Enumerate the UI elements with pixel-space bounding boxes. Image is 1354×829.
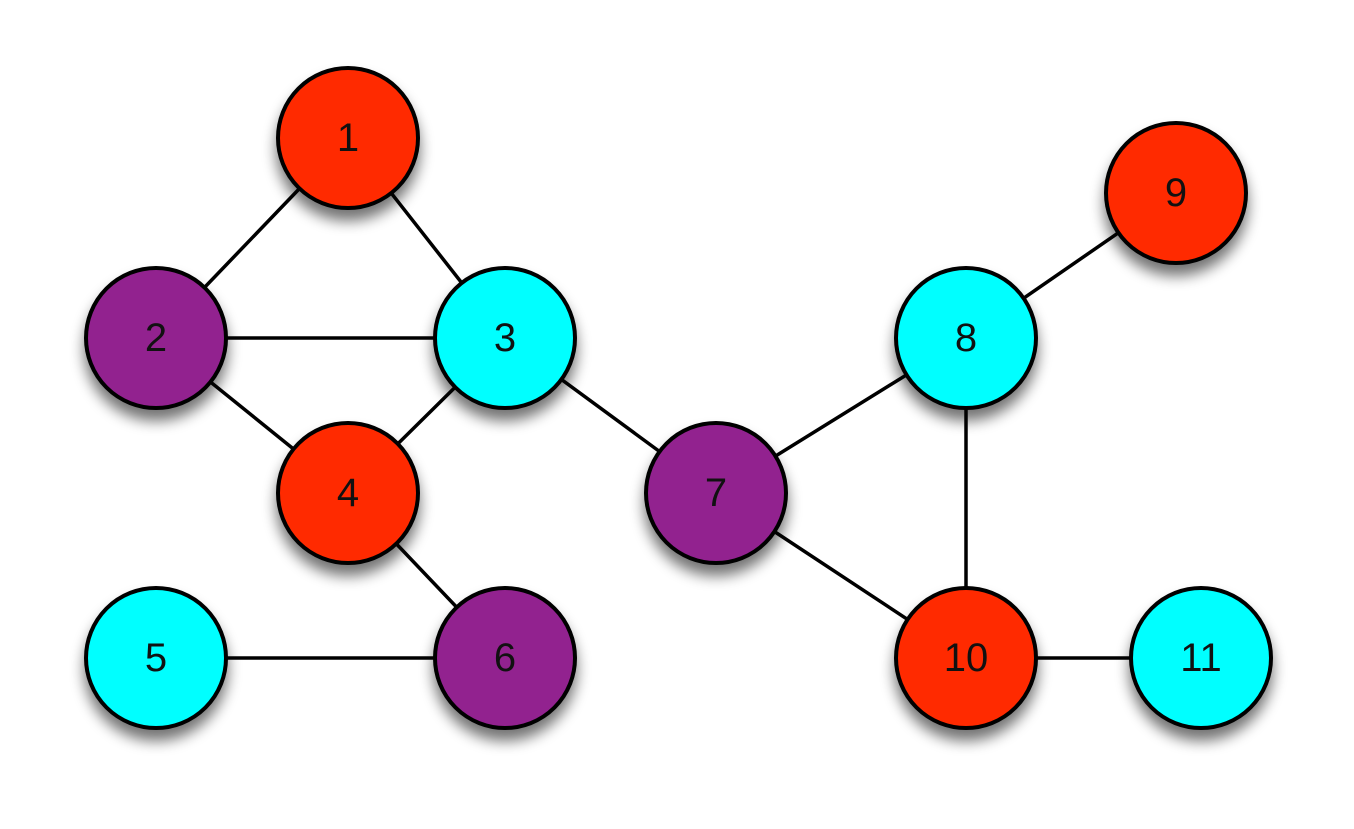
node-4: 4 — [276, 421, 420, 565]
node-circle — [84, 586, 228, 730]
node-circle — [433, 586, 577, 730]
node-circle — [276, 66, 420, 210]
node-label: 1 — [337, 116, 359, 160]
node-label: 9 — [1165, 171, 1187, 215]
node-label: 4 — [337, 471, 359, 515]
node-circle — [1104, 121, 1248, 265]
node-9: 9 — [1104, 121, 1248, 265]
node-circle — [894, 266, 1038, 410]
nodes-layer: 1 2 3 4 5 6 7 8 9 10 11 — [84, 66, 1273, 730]
node-circle — [276, 421, 420, 565]
node-circle — [1129, 586, 1273, 730]
node-label: 6 — [494, 636, 516, 680]
node-2: 2 — [84, 266, 228, 410]
node-5: 5 — [84, 586, 228, 730]
node-label: 11 — [1180, 636, 1222, 680]
node-label: 2 — [145, 316, 167, 360]
node-circle — [644, 421, 788, 565]
node-label: 7 — [705, 471, 727, 515]
node-circle — [894, 586, 1038, 730]
node-8: 8 — [894, 266, 1038, 410]
node-1: 1 — [276, 66, 420, 210]
node-11: 11 — [1129, 586, 1273, 730]
node-circle — [84, 266, 228, 410]
node-circle — [433, 266, 577, 410]
node-label: 5 — [145, 636, 167, 680]
node-6: 6 — [433, 586, 577, 730]
node-label: 3 — [494, 316, 516, 360]
node-7: 7 — [644, 421, 788, 565]
node-3: 3 — [433, 266, 577, 410]
node-10: 10 — [894, 586, 1038, 730]
edges-layer — [154, 136, 1203, 660]
node-label: 8 — [955, 316, 977, 360]
node-label: 10 — [944, 636, 989, 680]
